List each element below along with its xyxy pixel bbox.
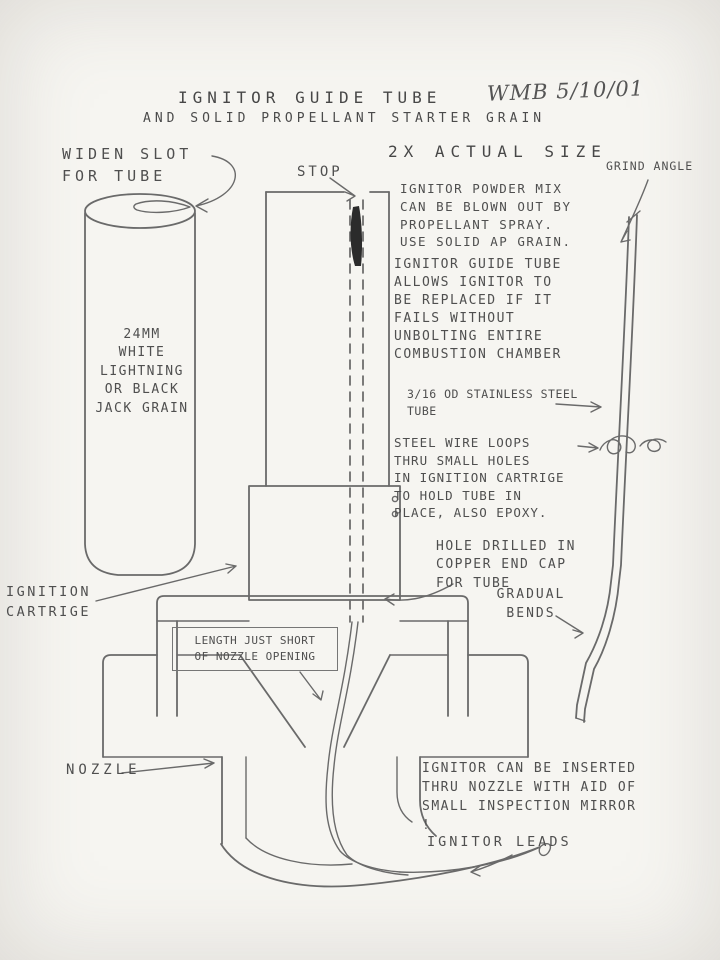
ignitor-stop-mark — [350, 206, 363, 266]
scale-note: 2X ACTUAL SIZE — [388, 142, 607, 161]
note-hole-drilled: HOLE DRILLED IN COPPER END CAP FOR TUBE — [436, 539, 576, 591]
ignitor-leads-wires — [325, 621, 552, 876]
label-grain: 24MM WHITE LIGHTNING OR BLACK JACK GRAIN — [95, 327, 189, 416]
page-subtitle: AND SOLID PROPELLANT STARTER GRAIN — [143, 111, 546, 126]
label-gradual-bends: GRADUAL BENDS — [496, 587, 566, 621]
note-wire-loops: STEEL WIRE LOOPS THRU SMALL HOLES IN IGN… — [394, 435, 565, 520]
gradual-bends-arrow — [555, 615, 584, 639]
nozzle-assembly — [102, 654, 541, 888]
combustion-chamber — [265, 191, 390, 487]
ignitor-leads-arrow — [470, 854, 513, 877]
guide-tube-dashed — [349, 199, 364, 623]
signature-date: WMB 5/10/01 — [486, 76, 645, 106]
label-stop: STOP — [297, 164, 343, 180]
label-widen-slot: WIDEN SLOT FOR TUBE — [62, 145, 193, 185]
grind-angle-arrow — [620, 179, 649, 243]
label-nozzle: NOZZLE — [66, 762, 141, 778]
grain-cylinder — [84, 193, 196, 576]
annotation-arrows — [95, 155, 649, 877]
note-length-boxed: LENGTH JUST SHORT OF NOZZLE OPENING — [172, 627, 338, 671]
wire-loops-arrow — [577, 442, 599, 453]
steel-tube-2x — [575, 210, 641, 723]
label-ignition-cartrige: IGNITION CARTRIGE — [6, 584, 92, 620]
aft-closure — [156, 595, 469, 717]
stop-arrow — [329, 177, 356, 202]
note-insert-mirror: IGNITOR CAN BE INSERTED THRU NOZZLE WITH… — [422, 761, 637, 833]
tube-spec-arrow — [555, 401, 602, 413]
label-grind-angle: GRIND ANGLE — [606, 159, 694, 173]
ignition-cartridge-block — [248, 485, 401, 601]
wire-loops-squiggle — [599, 435, 667, 455]
label-ignitor-leads: IGNITOR LEADS — [427, 834, 572, 850]
note-powder-mix: IGNITOR POWDER MIX CAN BE BLOWN OUT BY P… — [400, 181, 572, 250]
page-title: IGNITOR GUIDE TUBE — [178, 88, 442, 107]
ignition-cartrige-arrow — [95, 563, 237, 602]
label-tube-spec: 3/16 OD STAINLESS STEEL TUBE — [407, 387, 578, 419]
length-arrow — [299, 671, 324, 701]
widen-slot-arrow — [195, 155, 236, 213]
hole-arrow — [384, 583, 454, 606]
note-guide-tube: IGNITOR GUIDE TUBE ALLOWS IGNITOR TO BE … — [394, 257, 562, 362]
nozzle-arrow — [121, 758, 215, 774]
